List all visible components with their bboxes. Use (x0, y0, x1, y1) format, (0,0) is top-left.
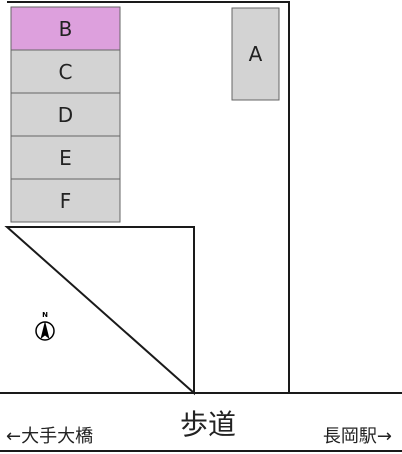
space-c-box[interactable] (10, 49, 121, 94)
lot-boundary (4, 1, 290, 396)
space-a-label: A (249, 42, 263, 66)
space-c-label: C (59, 60, 73, 84)
space-d[interactable]: D (10, 92, 121, 137)
space-c[interactable]: C (10, 49, 121, 94)
space-e-box[interactable] (10, 135, 121, 180)
compass-north-label: N (42, 311, 48, 319)
space-d-box[interactable] (10, 92, 121, 137)
direction-west-label: ←大手大橋 (6, 426, 93, 447)
space-f[interactable]: F (10, 178, 121, 223)
compass-needle (40, 321, 50, 339)
space-a-box[interactable] (231, 7, 280, 101)
space-f-box[interactable] (10, 178, 121, 223)
space-f-label: F (60, 189, 72, 213)
walkway-label: 歩道 (180, 408, 236, 441)
space-e-label: E (59, 146, 72, 170)
space-d-label: D (58, 103, 73, 127)
space-b-box[interactable] (10, 6, 121, 51)
space-a[interactable]: A (231, 7, 280, 101)
space-e[interactable]: E (10, 135, 121, 180)
compass-north-icon: N (35, 311, 55, 341)
space-b[interactable]: B (10, 6, 121, 51)
direction-east-label: 長岡駅→ (323, 426, 392, 447)
space-b-label: B (59, 17, 73, 41)
